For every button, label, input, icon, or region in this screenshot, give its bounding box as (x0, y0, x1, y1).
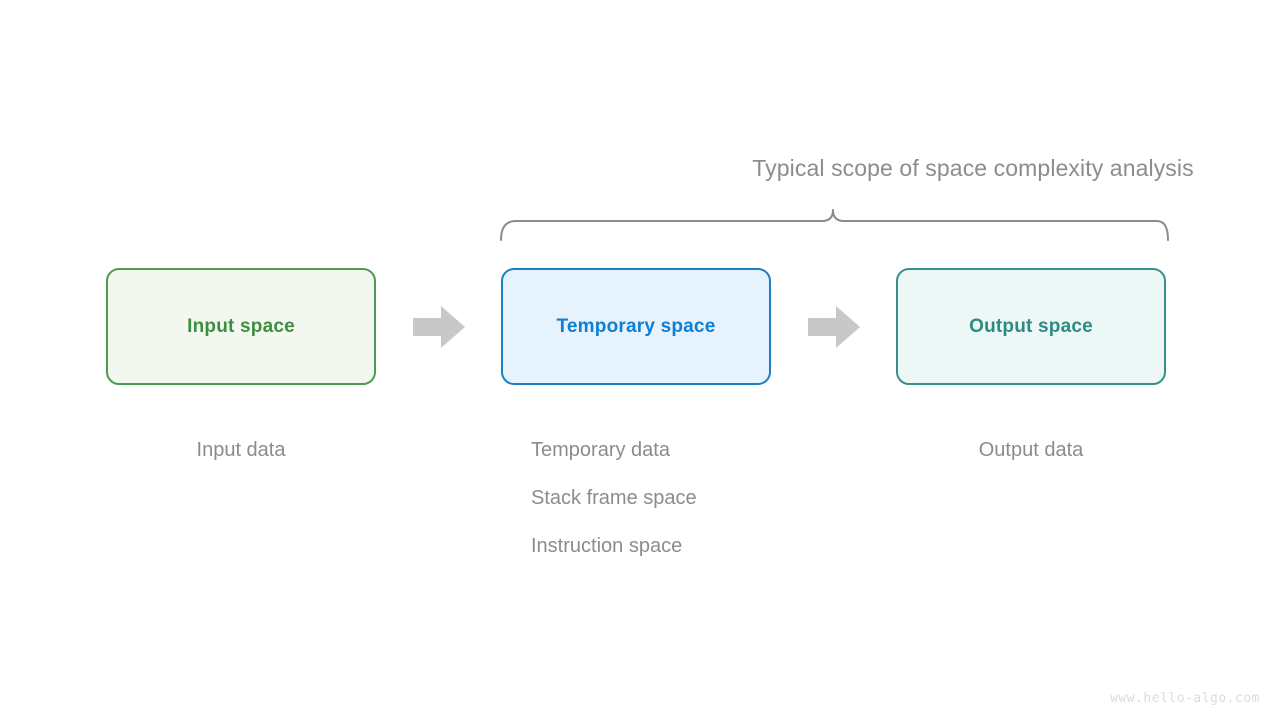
box-temporary-space[interactable]: Temporary space (501, 268, 771, 385)
caption-line: Stack frame space (531, 487, 697, 509)
curly-brace (500, 209, 1169, 241)
caption-line: Temporary data (531, 439, 670, 461)
box-temporary-space-label: Temporary space (556, 315, 716, 337)
arrow-right-icon (413, 306, 465, 348)
scope-title: Typical scope of space complexity analys… (0, 155, 1280, 182)
box-input-space-label: Input space (187, 315, 295, 337)
caption-input: Input data (106, 426, 376, 474)
caption-line: Input data (196, 439, 286, 461)
caption-output: Output data (896, 426, 1166, 474)
arrow-right-icon (808, 306, 860, 348)
watermark: www.hello-algo.com (1110, 691, 1260, 706)
caption-line: Output data (978, 439, 1084, 461)
caption-line: Instruction space (531, 535, 683, 557)
box-output-space-label: Output space (969, 315, 1093, 337)
box-input-space[interactable]: Input space (106, 268, 376, 385)
caption-temporary: Temporary data Stack frame space Instruc… (531, 426, 697, 570)
box-output-space[interactable]: Output space (896, 268, 1166, 385)
scope-title-text: Typical scope of space complexity analys… (752, 155, 1194, 181)
